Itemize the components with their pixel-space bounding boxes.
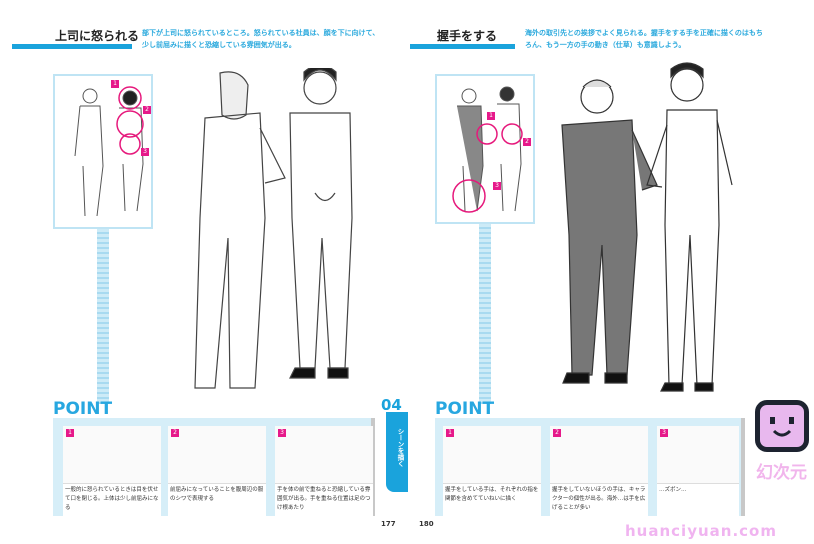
point-text: 前屈みになっていることを腹周辺の服のシワで表現する [170, 487, 264, 502]
lead-text: 海外の取引先との挨拶でよく見られる。握手をする手を正確に描くのはもちろん、もう一… [525, 29, 763, 49]
watermark-logo [755, 400, 809, 452]
point-number: 1 [66, 429, 74, 437]
point-number: 2 [553, 429, 561, 437]
thumbnail-illustration [74, 86, 144, 217]
page-number: 180 [419, 520, 434, 528]
page-number: 177 [381, 520, 396, 528]
thumbnail-illustration [452, 86, 523, 213]
point-text: 握手をしていないほうの手は、キャラクターの個性が出る。海外…は手を広げることが多… [552, 487, 646, 511]
callout-badge: 3 [493, 182, 501, 190]
point-card: 3 …ズボン… [657, 426, 739, 516]
point-text: 握手をしている手は、それぞれの指を関節を含めてていねいに描く [445, 487, 539, 502]
lead-text: 部下が上司に怒られているところ。怒られている社員は、顔を下に向けて、少し前屈みに… [142, 29, 380, 49]
main-illustration [194, 68, 353, 389]
frame-connector [97, 229, 109, 404]
section-tab-label: シーンを描く [396, 428, 404, 467]
point-illustration [550, 426, 648, 484]
point-illustration [63, 426, 161, 484]
thumbnail-frame: 1 2 3 [53, 74, 153, 229]
frame-connector [479, 224, 491, 404]
robot-face-icon [770, 417, 794, 437]
callout-ring [116, 110, 144, 138]
section-tab-number: 04 [381, 396, 402, 414]
watermark-url: huanciyuan.com [625, 522, 777, 540]
section-title: 握手をする [437, 29, 498, 43]
point-card: 2 前屈みになっていることを腹周辺の服のシワで表現する [168, 426, 266, 516]
point-card: 1 握手をしている手は、それぞれの指を関節を含めてていねいに描く [443, 426, 541, 516]
title-underline [410, 44, 515, 49]
callout-ring [452, 179, 486, 213]
callout-ring [118, 86, 142, 110]
point-text: …ズボン… [659, 487, 687, 493]
callout-badge: 1 [111, 80, 119, 88]
callout-badge: 2 [143, 106, 151, 114]
point-number: 3 [278, 429, 286, 437]
point-illustration [275, 426, 373, 484]
callout-badge: 1 [487, 112, 495, 120]
point-panel: 1 一般的に怒られているときは目を伏せて口を閉じる。上体は少し前屈みになる 2 … [53, 418, 375, 516]
callout-ring [476, 123, 498, 145]
left-page: 上司に怒られる 部下が上司に怒られているところ。怒られている社員は、顔を下に向け… [12, 29, 396, 528]
point-number: 1 [446, 429, 454, 437]
point-number: 3 [660, 429, 668, 437]
title-underline [12, 44, 132, 49]
point-number: 2 [171, 429, 179, 437]
point-card: 3 手を体の前で重ねると恐縮している雰囲気が出る。手を重ねる位置は足のつけ根あた… [275, 426, 373, 516]
point-heading: POINT [435, 399, 495, 419]
point-illustration [168, 426, 266, 484]
callout-ring [119, 133, 141, 155]
point-panel: 1 握手をしている手は、それぞれの指を関節を含めてていねいに描く 2 握手をして… [435, 418, 745, 516]
callout-ring [501, 123, 523, 145]
point-card: 2 握手をしていないほうの手は、キャラクターの個性が出る。海外…は手を広げること… [550, 426, 648, 516]
point-text: 一般的に怒られているときは目を伏せて口を閉じる。上体は少し前屈みになる [65, 487, 159, 511]
section-title: 上司に怒られる [55, 29, 140, 43]
callout-badge: 3 [141, 148, 149, 156]
right-page: 握手をする 海外の取引先との挨拶でよく見られる。握手をする手を正確に描くのはもち… [407, 0, 814, 544]
watermark-text: 幻次元 [756, 463, 807, 483]
point-text: 手を体の前で重ねると恐縮している雰囲気が出る。手を重ねる位置は足のつけ根あたり [277, 487, 371, 511]
point-card: 1 一般的に怒られているときは目を伏せて口を閉じる。上体は少し前屈みになる [63, 426, 161, 516]
section-tab [386, 412, 408, 492]
main-illustration [561, 62, 733, 392]
thumbnail-frame: 1 2 3 [435, 74, 535, 224]
point-illustration [443, 426, 541, 484]
point-heading: POINT [53, 399, 113, 419]
callout-badge: 2 [523, 138, 531, 146]
point-illustration [657, 426, 739, 484]
